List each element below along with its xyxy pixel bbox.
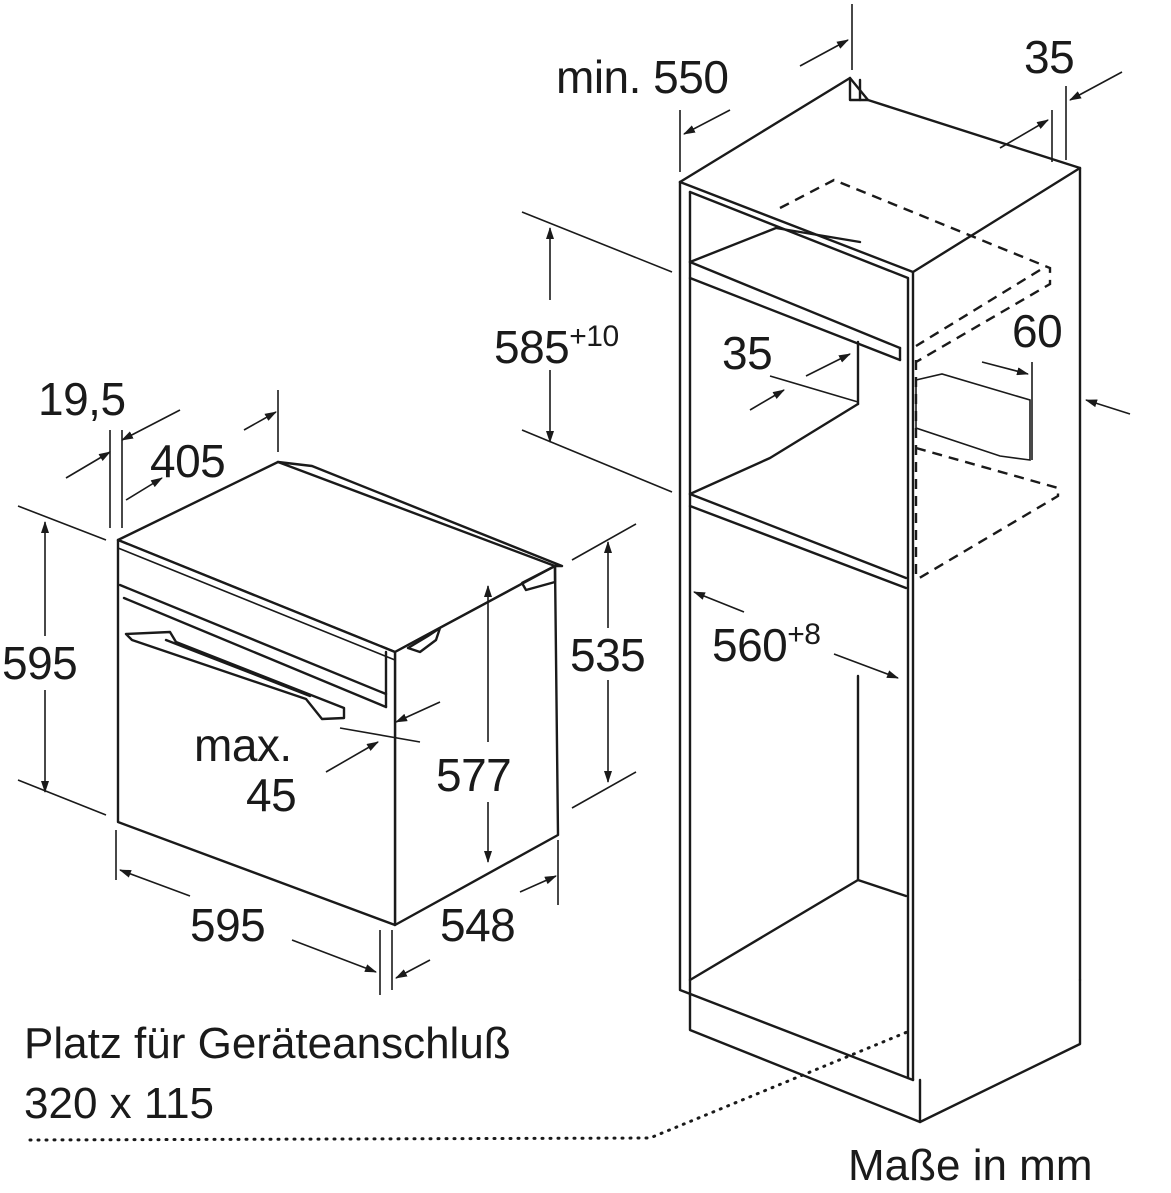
dim-handle-label-text: max.	[194, 719, 292, 771]
dim-inner-height-text: 577	[436, 749, 512, 801]
dim-vent: 60	[1012, 305, 1063, 357]
dim-shelf-gap: 35	[722, 327, 773, 379]
dim-oven-width: 595	[190, 899, 266, 951]
dim-niche-height-tolerance: +10	[569, 320, 619, 353]
dim-inner-height: 577	[436, 749, 512, 801]
dim-rear-gap-text: 35	[1024, 31, 1075, 83]
dim-front-height: 535	[570, 629, 646, 681]
dim-handle-value: 45	[246, 769, 297, 821]
dim-niche-width: 560+8	[712, 619, 821, 671]
dim-oven-height-text: 595	[2, 637, 78, 689]
dim-panel-depth-text: 19,5	[38, 373, 126, 425]
dim-niche-width-text: 560	[712, 619, 788, 671]
dim-niche-width-tolerance: +8	[787, 618, 821, 651]
dim-rear-gap: 35	[1024, 31, 1075, 83]
dim-niche-height-text: 585	[494, 321, 570, 373]
dim-shelf-gap-text: 35	[722, 327, 773, 379]
connection-note-line1: Platz für Geräteanschluß	[24, 1022, 511, 1066]
units-label: Maße in mm	[848, 1144, 1092, 1188]
dim-handle-value-text: 45	[246, 769, 297, 821]
oven-dimension-lines	[17, 390, 637, 995]
connection-note-line2-text: 320 x 115	[24, 1079, 215, 1128]
dim-niche-height: 585+10	[494, 321, 619, 373]
dim-oven-width-text: 595	[190, 899, 266, 951]
dim-min-depth-text: min. 550	[556, 51, 729, 103]
vent-hatch	[915, 373, 1031, 461]
units-label-text: Maße in mm	[848, 1141, 1093, 1190]
dim-inner-depth: 405	[150, 435, 226, 487]
dim-handle-label: max.	[194, 722, 292, 768]
dim-oven-depth-text: 548	[440, 899, 516, 951]
dim-oven-depth: 548	[440, 899, 516, 951]
connection-note-line2: 320 x 115	[24, 1082, 214, 1126]
dim-min-depth: min. 550	[556, 51, 729, 103]
oven-front-face	[116, 538, 397, 927]
cabinet-dimension-lines	[521, 4, 1131, 679]
dim-panel-depth: 19,5	[38, 376, 126, 422]
connection-leader	[28, 1028, 914, 1142]
dim-vent-text: 60	[1012, 305, 1063, 357]
oven-drawing	[116, 460, 564, 927]
dim-front-height-text: 535	[570, 629, 646, 681]
dim-oven-height: 595	[2, 637, 78, 689]
dashed-oven-outline	[779, 178, 1052, 364]
oven-handle	[124, 630, 346, 721]
connection-note-line1-text: Platz für Geräteanschluß	[24, 1019, 511, 1068]
dim-inner-depth-text: 405	[150, 435, 226, 487]
cabinet-drawing	[678, 76, 1082, 1124]
